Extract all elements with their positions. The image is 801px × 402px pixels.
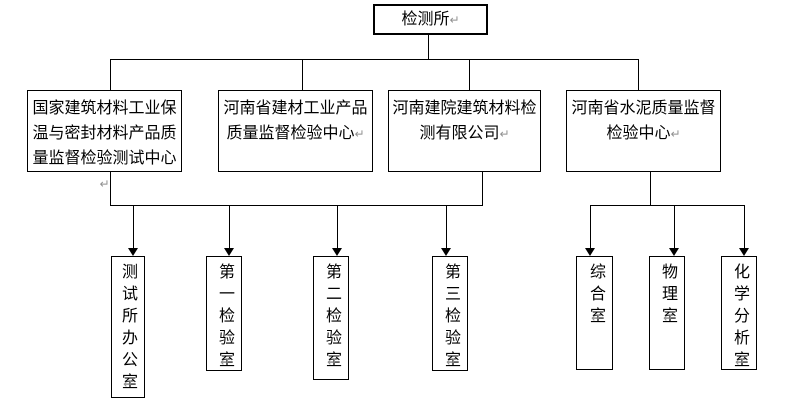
org-box-label: 河南省建材工业产品质量监督检验中心 [223,98,368,142]
connector-arrow-stem-lab3 [446,205,447,248]
org-box-lab1[interactable]: 第一检验室↵ [206,256,242,371]
paragraph-return-mark: ↵ [661,311,675,325]
connector-arrow-stem-lab1 [229,205,230,248]
org-box-root[interactable]: 检测所↵ [373,4,488,35]
org-box-label: 国家建筑材料工业保温与密封材料产品质量监督检验测试中心 [32,98,177,167]
paragraph-return-mark: ↵ [444,355,458,369]
paragraph-return-mark: ↵ [121,377,135,391]
connector-arrow-stem-lab2 [337,205,338,248]
org-box-label: 综合室 [587,263,606,329]
paragraph-return-mark: ↵ [589,311,603,325]
org-box-lab3[interactable]: 第三检验室↵ [432,256,468,371]
org-box-henan-building-materials-center[interactable]: 河南省建材工业产品质量监督检验中心↵ [218,90,373,172]
arrow-down-icon [669,248,679,256]
connector-top-rail [110,59,639,60]
org-box-label: 第三检验室 [442,263,461,371]
org-box-henan-jianyuan-company[interactable]: 河南建院建筑材料检测有限公司↵ [388,90,541,172]
org-box-label: 化学分析室 [731,263,750,370]
paragraph-return-mark: ↵ [733,355,747,369]
paragraph-return-mark: ↵ [354,127,365,141]
paragraph-return-mark: ↵ [499,127,510,141]
org-box-label: 测试所办公室 [119,263,138,395]
org-box-label: 河南省水泥质量监督检验中心 [571,98,716,142]
org-box-general-room[interactable]: 综合室↵ [576,256,613,370]
org-box-label: 第二检验室 [323,263,342,373]
connector-feeder-box1 [110,172,111,205]
org-box-national-insulation-sealing-center[interactable]: 国家建筑材料工业保温与密封材料产品质量监督检验测试中心 ↵ [27,90,182,191]
org-box-lab2[interactable]: 第二检验室↵ [313,256,349,380]
arrow-down-icon [585,248,595,256]
connector-arrow-stem-physics [674,205,675,248]
arrow-down-icon [224,248,234,256]
org-box-label: 第一检验室 [216,263,235,371]
paragraph-return-mark: ↵ [449,13,460,27]
connector-left-rail [110,205,483,206]
connector-arrow-stem-chemistry [744,205,745,248]
org-box-office[interactable]: 测试所办公室↵ [111,256,145,398]
org-box-root-label: 检测所 [401,9,450,28]
arrow-down-icon [739,248,749,256]
org-box-chemical-analysis-room[interactable]: 化学分析室↵ [721,256,757,370]
connector-root-stub [428,35,429,59]
connector-drop-box4 [638,59,639,90]
connector-feeder-box3 [482,172,483,205]
connector-arrow-stem-office [133,205,134,248]
arrow-down-icon [441,248,451,256]
org-box-physics-room[interactable]: 物理室↵ [649,256,685,370]
connector-right-rail [590,205,745,206]
arrow-down-icon [332,248,342,256]
org-box-henan-cement-center[interactable]: 河南省水泥质量监督检验中心↵ [566,90,721,172]
org-box-label: 物理室 [659,263,678,329]
connector-drop-box3 [469,59,470,90]
connector-feeder-box4 [650,172,651,205]
connector-drop-box2 [302,59,303,90]
connector-drop-box1 [110,59,111,90]
arrow-down-icon [128,248,138,256]
paragraph-return-mark: ↵ [325,355,339,369]
paragraph-return-mark: ↵ [218,355,232,369]
paragraph-return-mark: ↵ [99,177,110,191]
org-box-label: 河南建院建筑材料检测有限公司 [392,98,537,142]
paragraph-return-mark: ↵ [670,127,681,141]
connector-arrow-stem-general [590,205,591,248]
